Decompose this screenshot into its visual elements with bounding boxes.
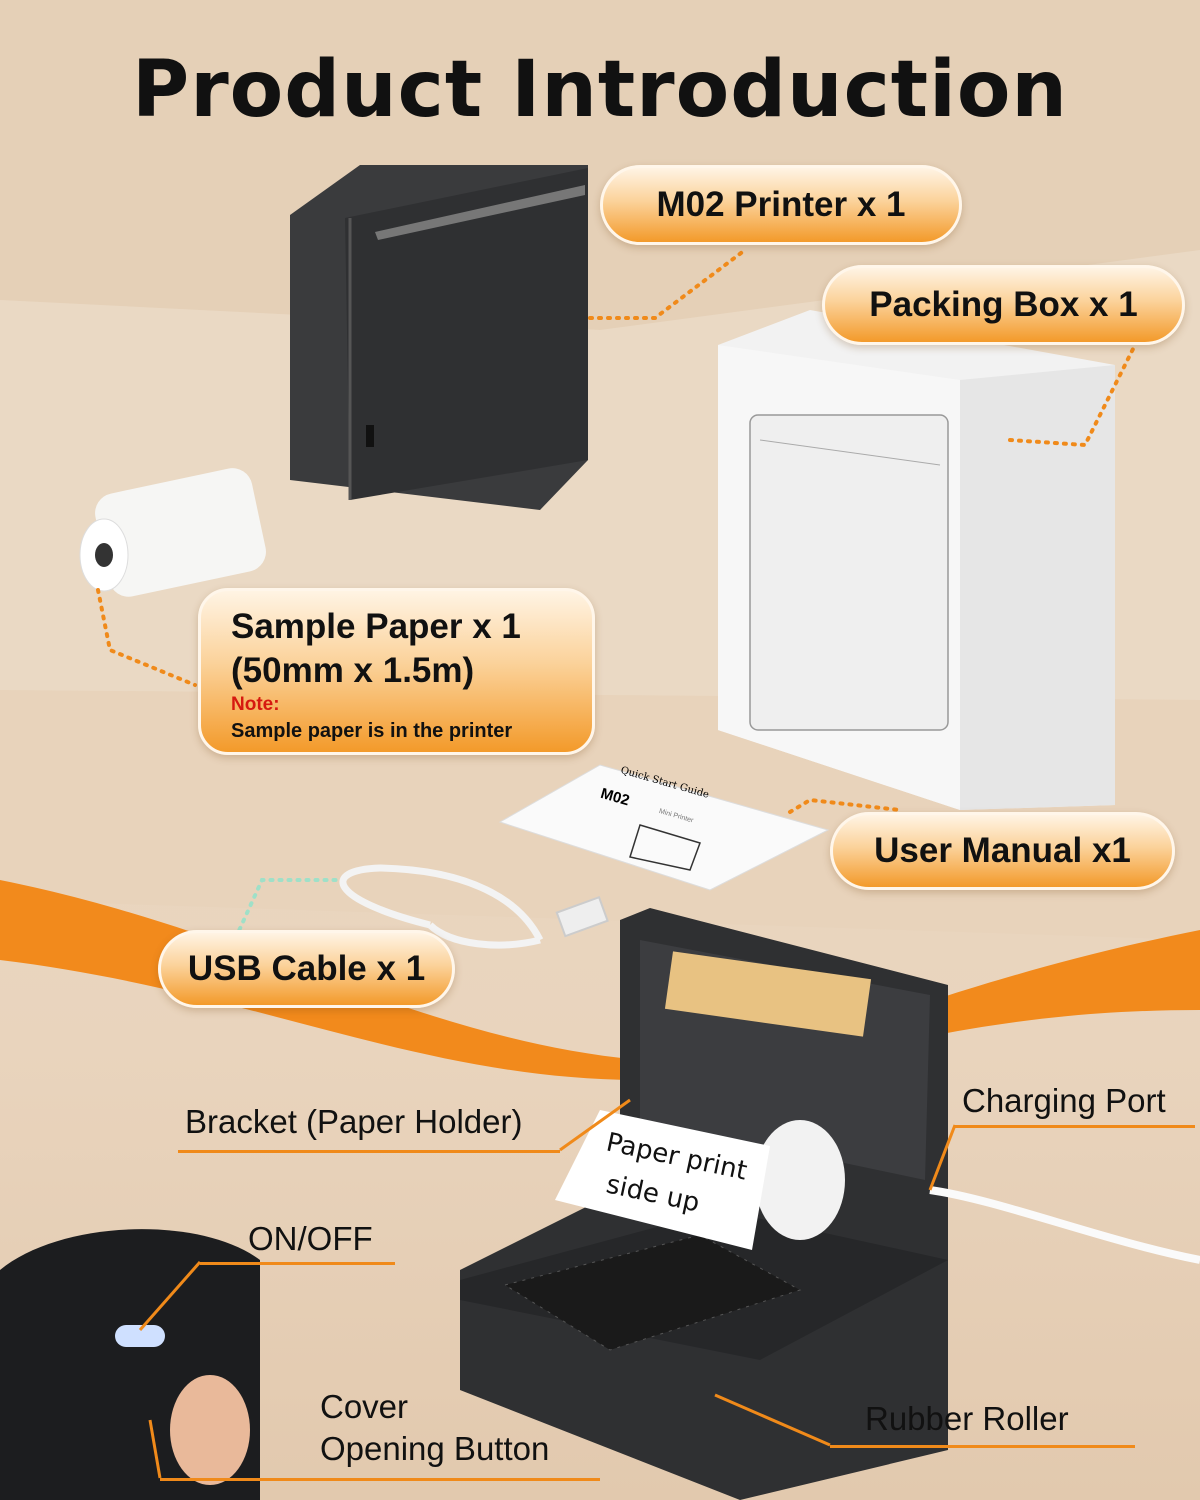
sample-paper-size: (50mm x 1.5m) [231, 651, 475, 690]
callout-leaders [138, 1098, 957, 1479]
callout-onoff: ON/OFF [248, 1220, 373, 1257]
user-manual-image [498, 764, 830, 891]
printer-closed-image [290, 165, 588, 510]
packing-box-image [718, 310, 1115, 810]
underline-roller [830, 1445, 1135, 1448]
sample-paper-title: Sample Paper x 1 [231, 607, 521, 646]
note-label: Note: [231, 694, 280, 715]
usb-cable-image [339, 864, 609, 949]
label-usb-cable: USB Cable x 1 [158, 930, 455, 1008]
paper-roll-image [79, 468, 266, 597]
callout-rubber-roller: Rubber Roller [865, 1400, 1069, 1437]
label-packing-box: Packing Box x 1 [822, 265, 1185, 345]
callout-cover-line2: Opening Button [320, 1430, 550, 1467]
underline-onoff [200, 1262, 395, 1265]
note-text: Sample paper is in the printer [231, 720, 513, 742]
label-sample-paper: Sample Paper x 1 (50mm x 1.5m) Note: Sam… [198, 588, 595, 755]
underline-bracket [178, 1150, 560, 1153]
underline-cover [160, 1478, 600, 1481]
page-title: Product Introduction [132, 45, 1068, 135]
callout-charging-port: Charging Port [962, 1082, 1166, 1119]
label-user-manual: User Manual x1 [830, 812, 1175, 890]
underline-charging [955, 1125, 1195, 1128]
connector-dots [96, 248, 1137, 948]
onoff-closeup-image [0, 1229, 260, 1500]
callout-cover-line1: Cover [320, 1388, 409, 1425]
callout-cover-button: Cover Opening Button [320, 1386, 549, 1470]
callout-bracket: Bracket (Paper Holder) [185, 1103, 523, 1140]
label-printer: M02 Printer x 1 [600, 165, 962, 245]
printer-open-image: Paper print side up [460, 908, 1200, 1500]
